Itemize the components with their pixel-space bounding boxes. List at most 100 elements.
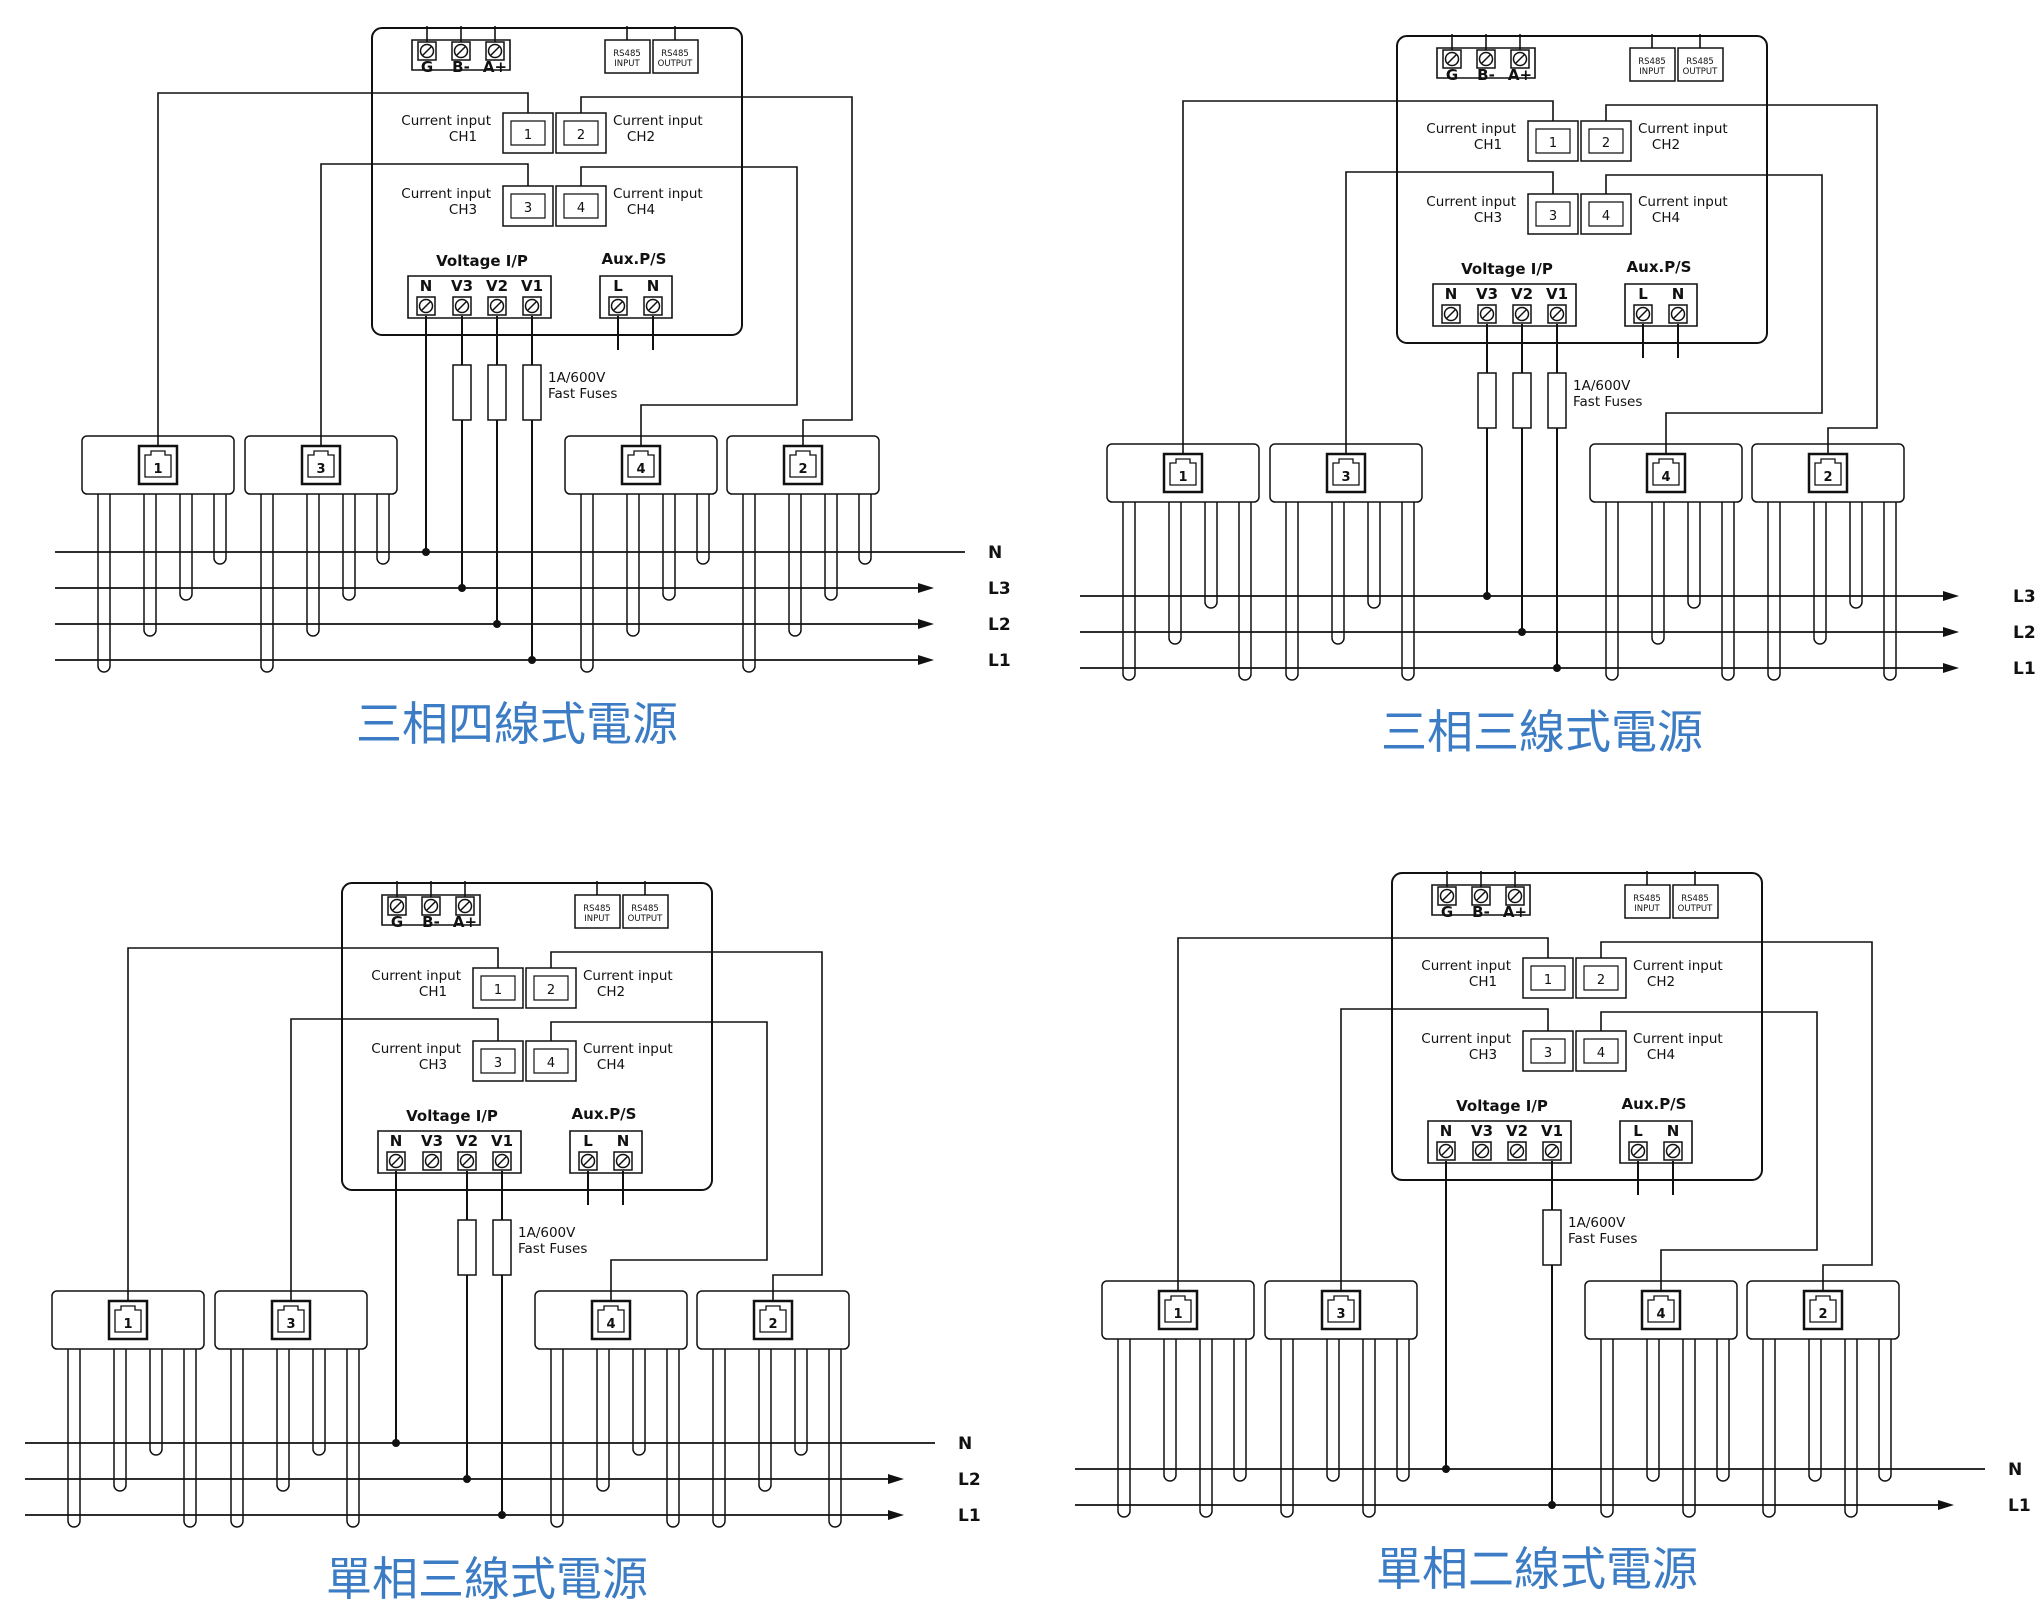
- screw-terminal-icon: [1628, 1141, 1648, 1161]
- screw-terminal-icon: [416, 296, 436, 316]
- aux-power-label: Aux.P/S: [1622, 1095, 1687, 1113]
- panel-caption: 三相四線式電源: [356, 697, 678, 751]
- current-input-window: [480, 975, 516, 1001]
- ct-terminal-inner: [759, 1305, 787, 1333]
- screw-terminal-icon: [1547, 304, 1567, 324]
- ct-terminal-inner: [1332, 458, 1360, 486]
- ct-primary-loop: [696, 494, 710, 565]
- ct-number: 4: [606, 1317, 615, 1332]
- ct-terminal-outer: [752, 1299, 794, 1341]
- current-input-number: 2: [1597, 973, 1605, 988]
- screw-terminal-icon: [643, 296, 663, 316]
- screw-terminal-icon: [1476, 49, 1496, 69]
- line-label: N: [988, 543, 1002, 563]
- voltage-terminal-label: V3: [1476, 285, 1498, 303]
- voltage-terminal-label: V3: [421, 1132, 443, 1150]
- rs485-port: [652, 39, 699, 74]
- line-label: L3: [988, 579, 1011, 599]
- current-input-window: [1535, 128, 1571, 154]
- ct-number: 2: [768, 1317, 777, 1332]
- ct3-wire: [1345, 171, 1554, 454]
- ct-primary-loop: [213, 494, 227, 565]
- screw-terminal-icon: [422, 1151, 442, 1171]
- voltage-terminal-label: V1: [521, 277, 543, 295]
- ct-primary-loop: [67, 1349, 81, 1528]
- ct2-wire: [550, 951, 823, 1301]
- voltage-terminal-label: V2: [456, 1132, 478, 1150]
- screw-terminal-icon: [455, 896, 475, 916]
- junction-dot: [458, 584, 466, 592]
- aux-terminal-label: L: [1633, 1122, 1643, 1140]
- line-label: L1: [2013, 659, 2036, 679]
- junction-dot: [528, 656, 536, 664]
- comm-terminal-label: A+: [453, 913, 477, 931]
- ct-terminal-inner: [114, 1305, 142, 1333]
- ct-primary-loop: [346, 1349, 360, 1528]
- voltage-terminal-block: [377, 1130, 522, 1174]
- ct-primary-loop: [113, 1349, 127, 1492]
- rs485-port: [604, 39, 651, 74]
- screw-terminal-icon: [1436, 1141, 1456, 1161]
- rs485-label: OUTPUT: [1678, 904, 1713, 914]
- voltage-terminal-label: V1: [491, 1132, 513, 1150]
- ct-primary-loop: [1326, 1339, 1340, 1482]
- current-input-label: Current input: [1633, 1031, 1723, 1047]
- current-input-number: 3: [1549, 209, 1557, 224]
- junction-dot: [1518, 628, 1526, 636]
- rs485-label: RS485: [1686, 57, 1714, 67]
- ct-primary-loop: [1682, 1339, 1696, 1518]
- comm-terminal-block: [381, 894, 481, 926]
- fuse-label: Fast Fuses: [518, 1241, 587, 1257]
- junction-dot: [1483, 592, 1491, 600]
- comm-terminal-label: G: [391, 913, 403, 931]
- ct-primary-loop: [1813, 502, 1827, 645]
- current-input-channel: CH2: [1652, 137, 1680, 153]
- current-input-channel: CH1: [1469, 974, 1497, 990]
- aux-power-label: Aux.P/S: [572, 1105, 637, 1123]
- ct-number: 2: [798, 462, 807, 477]
- current-input-window: [480, 1048, 516, 1074]
- arrow-icon: [1943, 627, 1959, 637]
- ct-terminal-outer: [1807, 452, 1849, 494]
- junction-dot: [463, 1475, 471, 1483]
- ct-number: 1: [1178, 470, 1187, 485]
- line-label: L2: [958, 1470, 981, 1490]
- ct-terminal-outer: [137, 444, 179, 486]
- current-input-window: [1535, 201, 1571, 227]
- current-input-number: 4: [1602, 209, 1610, 224]
- voltage-input-label: Voltage I/P: [436, 252, 528, 270]
- current-input-channel: CH2: [627, 129, 655, 145]
- ct-terminal-inner: [1814, 458, 1842, 486]
- ct-terminal-inner: [307, 450, 335, 478]
- ct-primary-loop: [788, 494, 802, 637]
- comm-terminal-label: A+: [483, 58, 507, 76]
- current-input-label: Current input: [1421, 958, 1511, 974]
- current-input-channel: CH4: [597, 1057, 625, 1073]
- ct-number: 4: [636, 462, 645, 477]
- ct-primary-loop: [1280, 1339, 1294, 1518]
- junction-dot: [1442, 1465, 1450, 1473]
- aux-terminal-label: L: [1638, 285, 1648, 303]
- ct1-wire: [127, 947, 499, 1301]
- fuse-label: 1A/600V: [1573, 378, 1631, 394]
- screw-terminal-icon: [387, 896, 407, 916]
- current-transformer-3: 3: [214, 1290, 368, 1350]
- current-input-label: Current input: [613, 113, 703, 129]
- ct-terminal-outer: [590, 1299, 632, 1341]
- ct-terminal-outer: [1640, 1289, 1682, 1331]
- ct-primary-loop: [1199, 1339, 1213, 1518]
- fuse-icon: [487, 364, 507, 421]
- junction-dot: [1548, 1501, 1556, 1509]
- line-label: L2: [988, 615, 1011, 635]
- screw-terminal-icon: [578, 1151, 598, 1171]
- rs485-label: INPUT: [584, 914, 610, 924]
- voltage-input-label: Voltage I/P: [1461, 260, 1553, 278]
- aux-terminal-block: [1624, 283, 1698, 327]
- current-input-number: 1: [494, 983, 502, 998]
- aux-power-label: Aux.P/S: [1627, 258, 1692, 276]
- current-input-label: Current input: [1638, 121, 1728, 137]
- screw-terminal-icon: [487, 296, 507, 316]
- rs485-label: RS485: [613, 49, 641, 59]
